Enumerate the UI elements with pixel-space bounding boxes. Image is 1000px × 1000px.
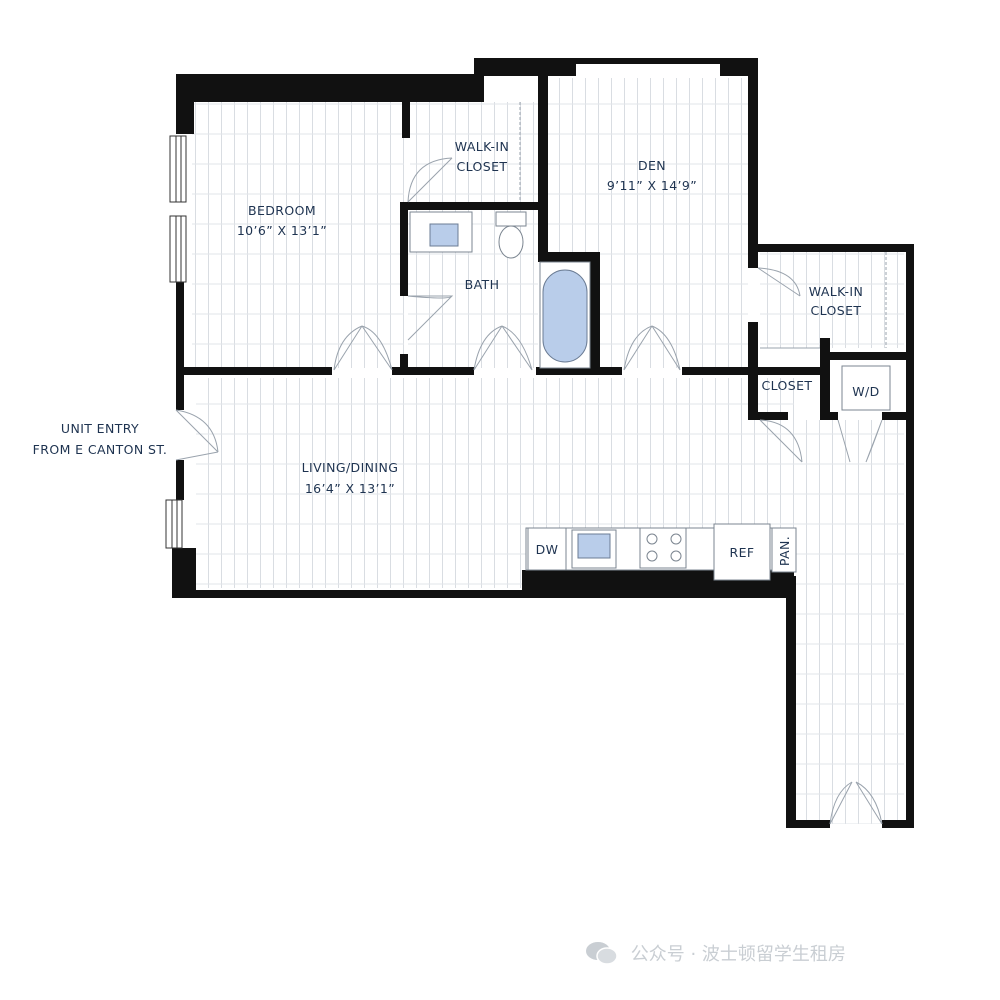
burner-icon xyxy=(646,550,658,562)
burner-icon xyxy=(670,550,682,562)
sink-icon xyxy=(429,223,459,247)
den-dims: 9’11” X 14’9” xyxy=(607,178,697,193)
bedroom-floor xyxy=(192,102,404,368)
window xyxy=(169,135,187,203)
walkin-closet-2-line1: WALK-IN xyxy=(809,284,863,299)
window xyxy=(169,215,187,283)
windows xyxy=(165,135,187,549)
walkin-closet-2-floor xyxy=(760,252,904,348)
refrigerator-label: REF xyxy=(730,545,755,560)
doors xyxy=(175,157,883,825)
walkin-closet-1-line1: WALK-IN xyxy=(455,139,509,154)
chat-bubbles-icon xyxy=(585,940,619,966)
door-walkin-1 xyxy=(407,157,453,203)
door-bath xyxy=(501,325,533,371)
refrigerator xyxy=(713,523,771,581)
bathtub-icon xyxy=(542,269,588,363)
door-entry xyxy=(175,409,219,461)
door-bath-closet xyxy=(407,295,454,341)
hall-floor xyxy=(794,420,904,824)
watermark: 公众号 · 波士顿留学生租房 xyxy=(585,940,985,980)
walls xyxy=(172,58,914,828)
door-den xyxy=(651,325,681,371)
living-dims: 16’4” X 13’1” xyxy=(305,481,395,496)
door-bedroom xyxy=(333,325,363,371)
pantry-label: PAN. xyxy=(777,536,792,566)
bedroom-name: BEDROOM xyxy=(248,203,316,218)
door-bath xyxy=(473,325,503,371)
wd-label: W/D xyxy=(852,384,879,399)
walkin-closet-2-line2: CLOSET xyxy=(811,303,862,318)
bath-name: BATH xyxy=(465,277,500,292)
closet-details xyxy=(519,102,891,411)
door-den xyxy=(623,325,653,371)
den-name: DEN xyxy=(638,158,666,173)
closet-name: CLOSET xyxy=(762,378,813,393)
door-closet xyxy=(759,419,803,463)
door-bedroom xyxy=(361,325,393,371)
floors xyxy=(192,78,904,824)
entry-line2: FROM E CANTON ST. xyxy=(33,442,168,457)
sink-icon xyxy=(577,533,611,559)
pantry xyxy=(771,527,797,573)
toilet-tank xyxy=(495,211,527,227)
entry-line1: UNIT ENTRY xyxy=(61,421,139,436)
labels: BEDROOM 10’6” X 13’1” WALK-IN CLOSET BAT… xyxy=(33,139,880,566)
toilet-icon xyxy=(498,225,524,259)
burner-icon xyxy=(646,533,658,545)
watermark-text: 公众号 · 波士顿留学生租房 xyxy=(630,944,846,965)
door-wd xyxy=(837,419,883,463)
window xyxy=(165,499,183,549)
kitchen xyxy=(525,523,797,581)
walkin-closet-1-line2: CLOSET xyxy=(457,159,508,174)
dishwasher-label: DW xyxy=(536,542,559,557)
washer-dryer xyxy=(841,365,891,411)
burner-icon xyxy=(670,533,682,545)
bedroom-dims: 10’6” X 13’1” xyxy=(237,223,327,238)
door-walkin-2 xyxy=(757,267,801,297)
living-name: LIVING/DINING xyxy=(302,460,399,475)
door-hall xyxy=(829,781,883,825)
bath-fixtures xyxy=(409,211,591,369)
range xyxy=(639,527,687,569)
dishwasher xyxy=(527,527,567,571)
walkin-closet-1-floor xyxy=(410,102,538,202)
